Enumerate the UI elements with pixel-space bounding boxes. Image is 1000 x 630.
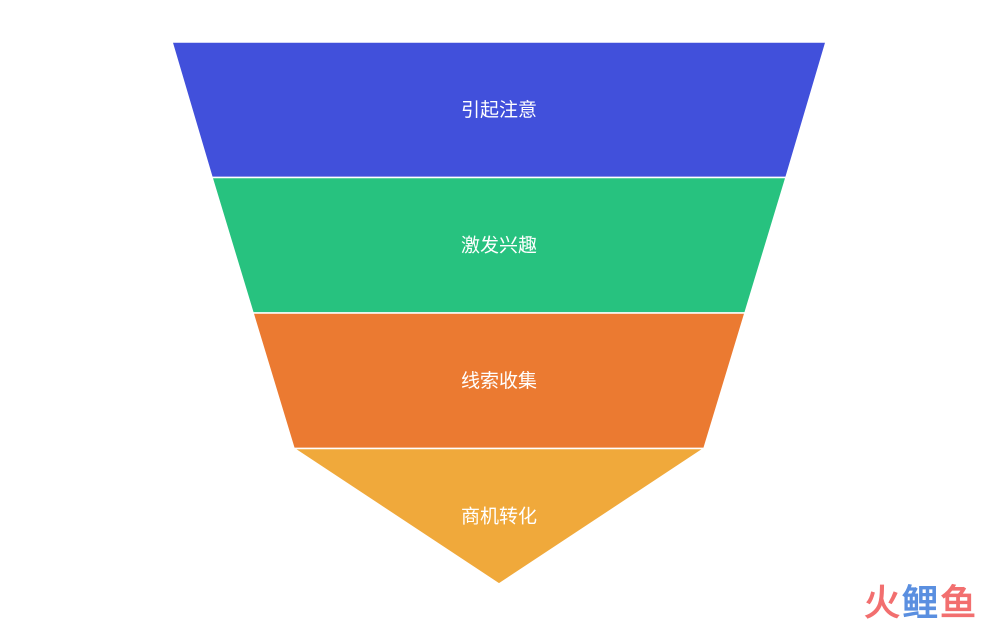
funnel-stage-label-2: 激发兴趣 (461, 234, 537, 256)
funnel-stage-label-3: 线索收集 (461, 370, 537, 392)
watermark-char-2: 鲤 (901, 583, 940, 624)
funnel-stage-4 (291, 447, 707, 585)
watermark-logo: 火 鲤 鱼 (864, 580, 978, 624)
funnel-stage-label-1: 引起注意 (461, 99, 537, 121)
funnel-stage-label-4: 商机转化 (461, 506, 537, 528)
watermark-char-1: 火 (863, 583, 902, 624)
watermark-char-3: 鱼 (939, 583, 978, 624)
